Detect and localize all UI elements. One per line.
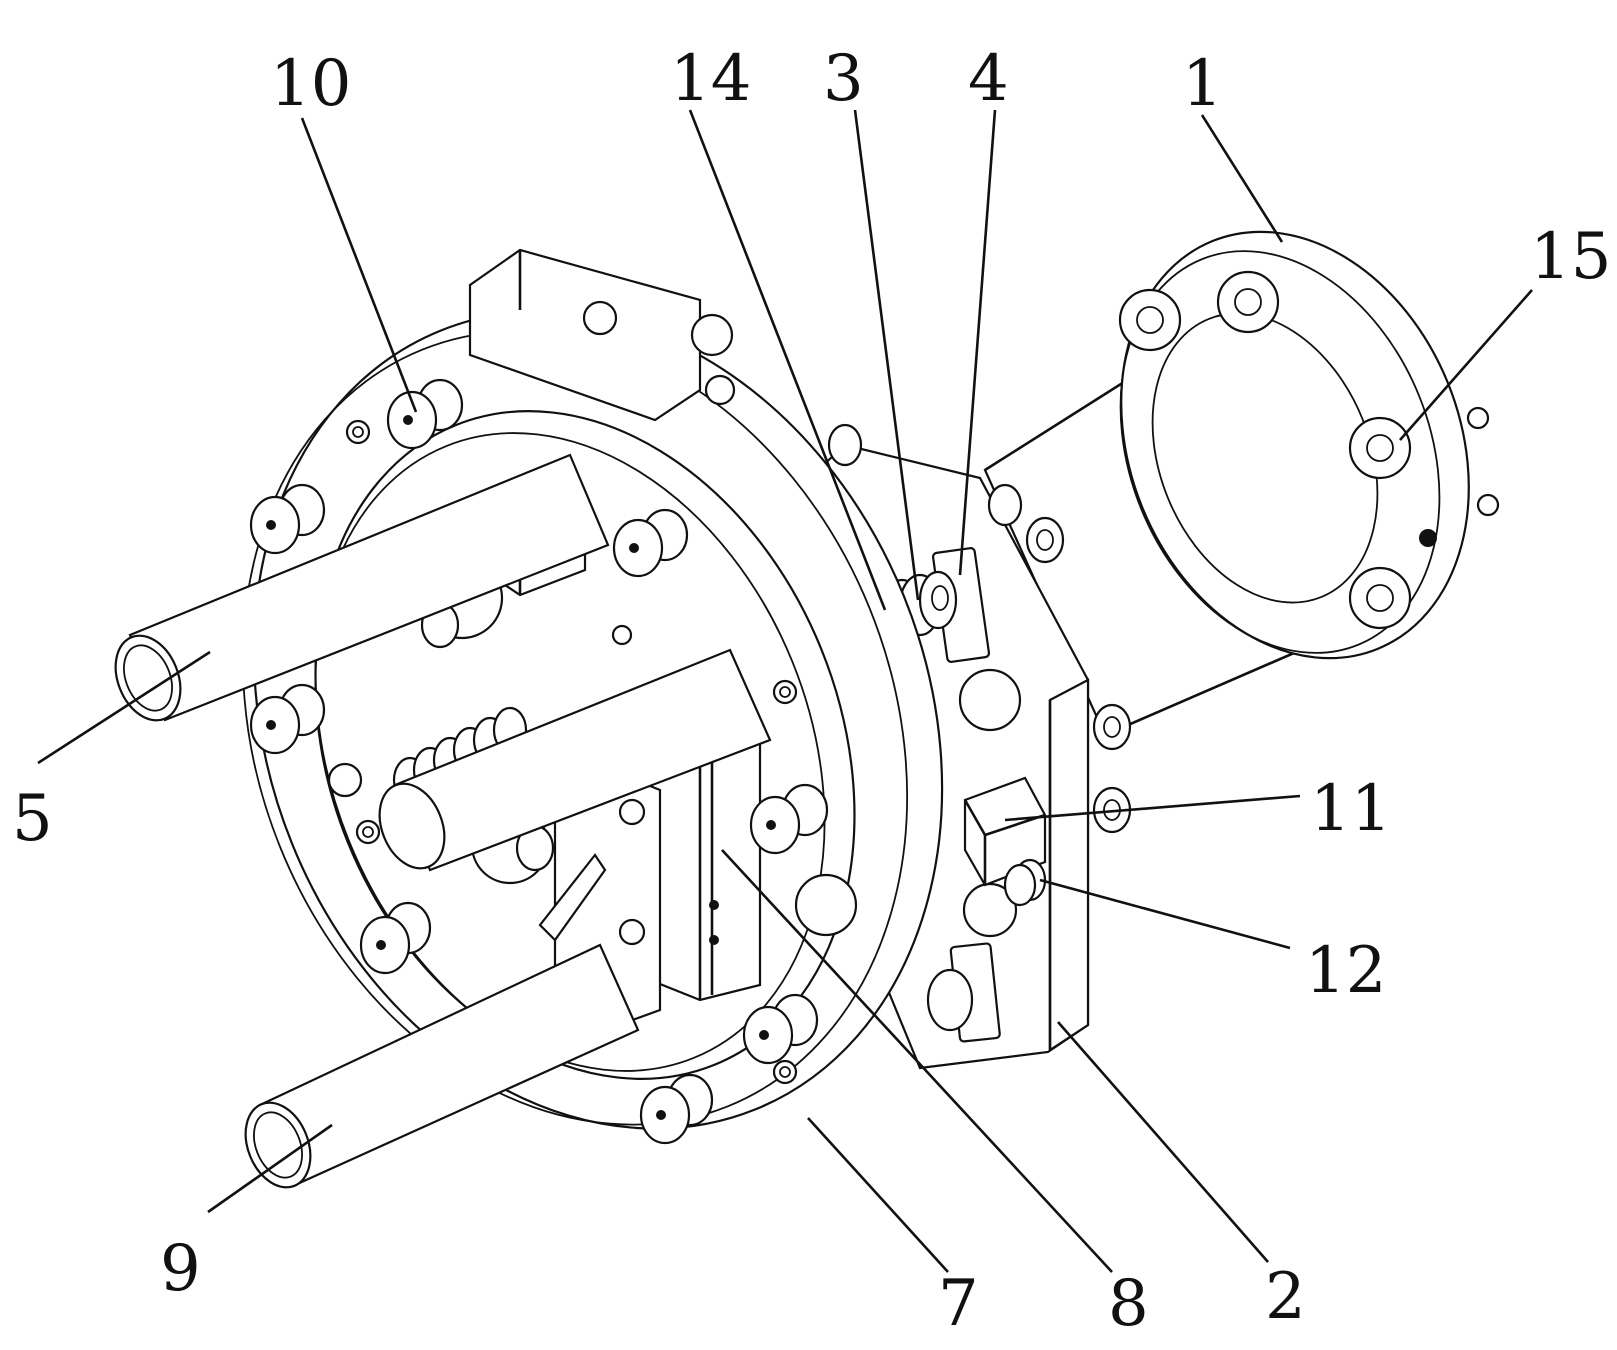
plate-bolt <box>987 483 1023 527</box>
part-labels: 10 14 3 4 1 15 5 11 12 9 7 8 2 <box>12 42 1611 1341</box>
label-12: 12 <box>1305 934 1386 1008</box>
label-11: 11 <box>1310 772 1391 846</box>
thumb-screw <box>749 783 829 855</box>
leader-3 <box>853 109 920 601</box>
leader-15 <box>1399 289 1533 441</box>
label-10: 10 <box>270 47 351 121</box>
label-5: 5 <box>12 782 53 856</box>
leader-7 <box>807 1117 949 1273</box>
thumb-screw <box>249 683 326 755</box>
leader-10 <box>300 117 418 413</box>
label-7: 7 <box>938 1267 979 1341</box>
leader-8 <box>721 849 1113 1273</box>
leader-2 <box>1057 1021 1269 1263</box>
flange-bolt <box>1118 288 1182 352</box>
plate-bolt <box>827 423 863 467</box>
center-rod <box>378 648 772 872</box>
label-2: 2 <box>1265 1260 1306 1334</box>
right-flange <box>1118 230 1500 660</box>
lower-rod <box>244 943 640 1189</box>
leader-lines <box>37 109 1533 1273</box>
thumb-screw <box>386 378 464 450</box>
plate-bolt <box>1025 516 1065 564</box>
upper-rod <box>114 453 610 722</box>
flange-bolt <box>1348 566 1412 630</box>
leader-9 <box>207 1123 333 1214</box>
thumb-screw <box>359 901 432 975</box>
top-bracket <box>468 248 736 422</box>
thumb-screw <box>742 993 819 1065</box>
leader-1 <box>1200 114 1284 243</box>
label-1: 1 <box>1182 47 1223 121</box>
thumb-screw <box>639 1073 714 1145</box>
flange-bolt <box>1216 270 1280 334</box>
leader-11 <box>1004 794 1301 822</box>
plate-bolt <box>1092 703 1132 751</box>
label-14: 14 <box>670 42 751 116</box>
leader-4 <box>958 109 997 576</box>
leader-5 <box>37 650 211 765</box>
ring-holes <box>345 419 798 1085</box>
label-4: 4 <box>968 42 1009 116</box>
flange-bolt <box>1348 416 1412 480</box>
label-3: 3 <box>823 42 864 116</box>
thumb-screw <box>612 508 689 578</box>
thumb-screw <box>249 483 326 555</box>
leader-14 <box>688 109 887 611</box>
label-9: 9 <box>160 1232 201 1306</box>
leader-12 <box>1039 878 1291 950</box>
label-8: 8 <box>1108 1267 1149 1341</box>
spring-12 <box>1003 858 1047 907</box>
lower-clamp <box>926 942 1001 1043</box>
label-15: 15 <box>1530 220 1611 294</box>
